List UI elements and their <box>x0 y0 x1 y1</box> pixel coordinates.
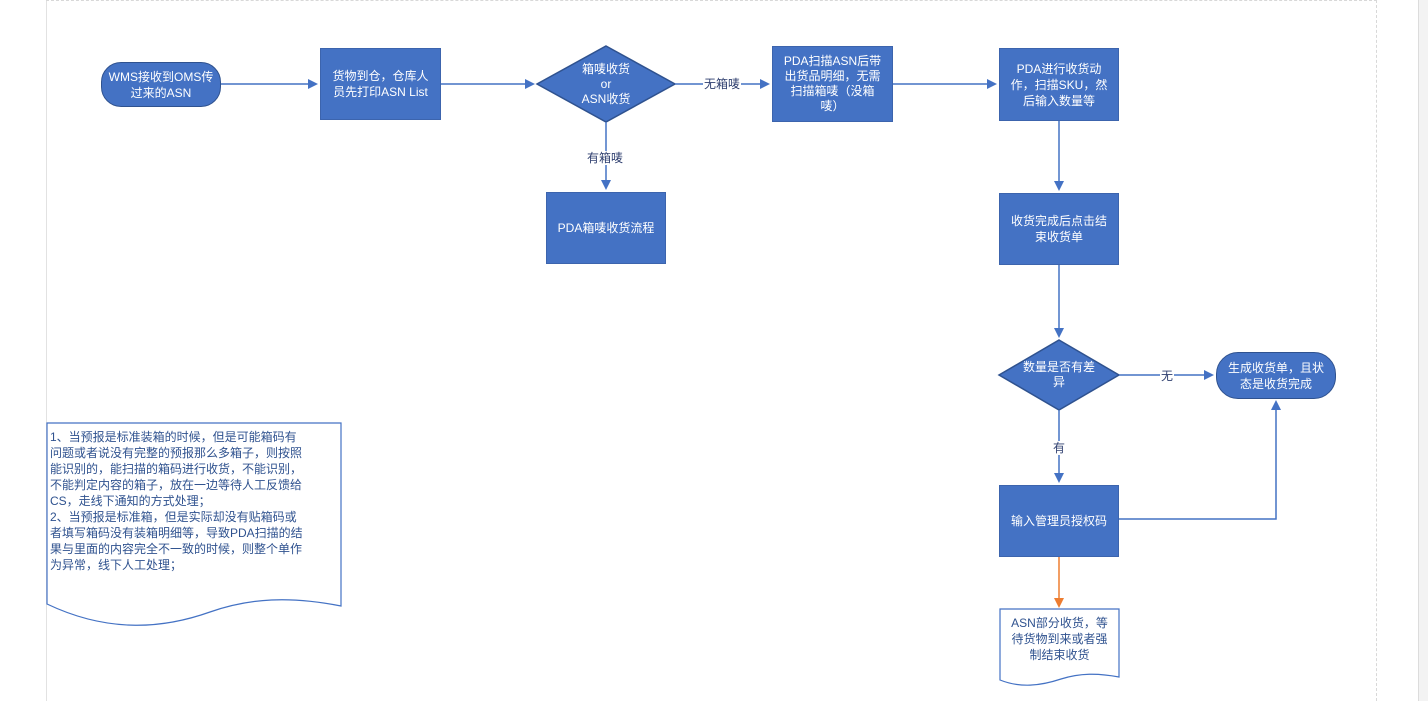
canvas-top-border <box>46 0 1377 2</box>
canvas-right-border <box>1376 0 1378 701</box>
decision-carton-label: 箱唛收货 or ASN收货 <box>581 61 631 106</box>
partial-receipt-document: ASN部分收货，等 待货物到来或者强 制结束收货 <box>1011 616 1108 662</box>
vertical-scrollbar[interactable] <box>1418 0 1428 701</box>
pda-carton-flow-step: PDA箱唛收货流程 <box>546 192 666 264</box>
end-terminal: 生成收货单，且状 态是收货完成 <box>1216 352 1336 399</box>
note-shape <box>46 422 342 626</box>
edge-label-has-diff: 有 <box>1052 441 1067 455</box>
print-asn-list-step: 货物到仓，仓库人 员先打印ASN List <box>320 48 441 120</box>
edge-label-no-diff: 无 <box>1160 369 1175 383</box>
decision-diff-label: 数量是否有差 异 <box>1022 360 1095 389</box>
edge-label-no-carton: 无箱唛 <box>703 77 742 91</box>
pda-scan-asn-step: PDA扫描ASN后带 出货品明细，无需 扫描箱唛（没箱 唛） <box>772 46 893 122</box>
exception-note: 1、当预报是标准装箱的时候，但是可能箱码有 问题或者说没有完整的预报那么多箱子，… <box>50 430 303 572</box>
finish-receiving-step: 收货完成后点击结 束收货单 <box>999 193 1119 265</box>
partial-doc-shape <box>999 608 1120 686</box>
start-terminal: WMS接收到OMS传 过来的ASN <box>101 62 221 107</box>
canvas-left-border <box>46 0 47 701</box>
pda-receive-step: PDA进行收货动 作，扫描SKU，然 后输入数量等 <box>999 48 1119 121</box>
edge-admin-to-end <box>1119 400 1281 520</box>
edge-label-has-carton: 有箱唛 <box>586 151 625 165</box>
admin-auth-step: 输入管理员授权码 <box>999 485 1119 557</box>
